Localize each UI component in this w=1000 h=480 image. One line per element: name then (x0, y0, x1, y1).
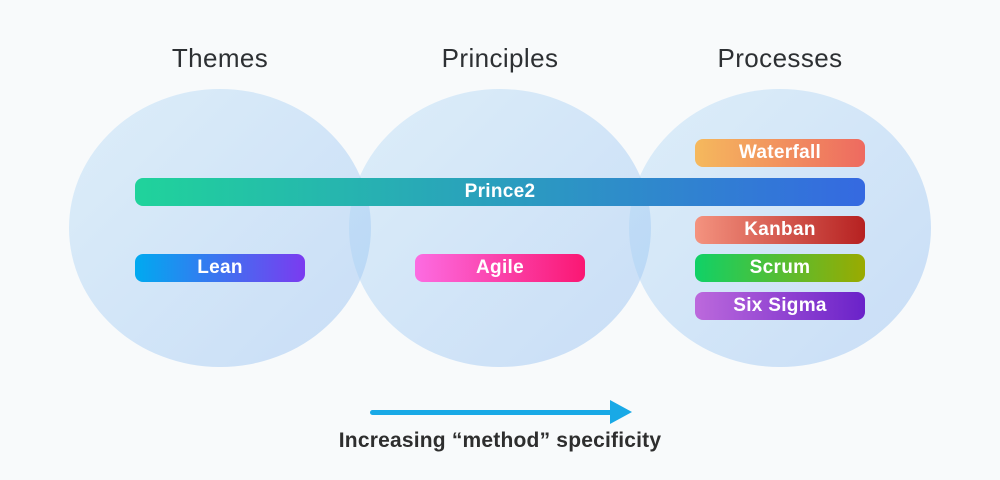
bar-six-sigma-label: Six Sigma (733, 295, 827, 316)
arrow-head (610, 400, 632, 424)
bar-lean: Lean (135, 254, 305, 282)
bar-scrum-label: Scrum (749, 257, 811, 278)
axis-caption: Increasing “method” specificity (338, 429, 662, 452)
bar-agile: Agile (415, 254, 585, 282)
bar-six-sigma: Six Sigma (695, 292, 865, 320)
arrow-shaft (370, 410, 614, 415)
bar-kanban-label: Kanban (744, 219, 816, 240)
bar-kanban: Kanban (695, 216, 865, 244)
bar-prince2-label: Prince2 (464, 181, 536, 202)
venn-circle-principles (349, 89, 651, 367)
arrow-right-icon (370, 400, 632, 424)
column-heading-themes: Themes (171, 43, 269, 73)
bar-scrum: Scrum (695, 254, 865, 282)
bar-lean-label: Lean (197, 257, 243, 278)
column-heading-principles: Principles (441, 43, 559, 73)
column-heading-processes: Processes (717, 43, 843, 73)
bar-waterfall-label: Waterfall (738, 142, 822, 163)
bar-prince2: Prince2 (135, 178, 865, 206)
venn-circle-themes (69, 89, 371, 367)
bar-agile-label: Agile (476, 257, 524, 278)
bar-waterfall: Waterfall (695, 139, 865, 167)
